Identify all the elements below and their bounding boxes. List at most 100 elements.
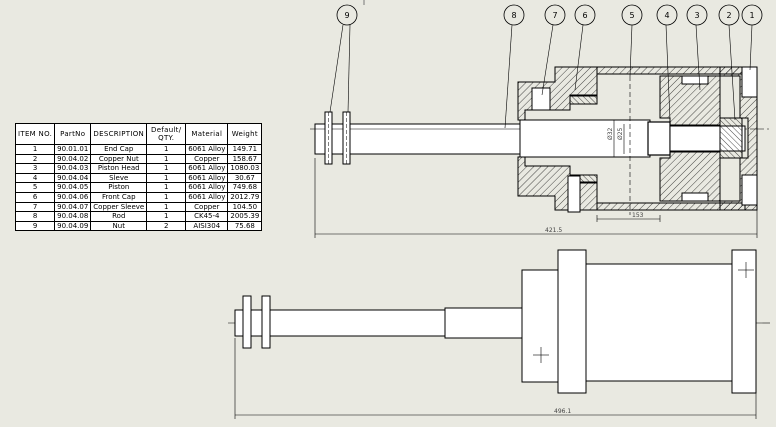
bom-cell-qty: 1 [146, 144, 187, 155]
bom-cell-description: Rod [90, 211, 148, 222]
bom-cell-description: End Cap [90, 144, 148, 155]
bom-header-partno: PartNo [54, 123, 92, 145]
bill-of-materials-table: ITEM NO. PartNo DESCRIPTION Default/ QTY… [14, 123, 263, 232]
bom-cell-description: Sleve [90, 172, 148, 184]
copper-sleeve-upper [531, 87, 551, 111]
diameter-inner-dimension: Ø25 [617, 127, 624, 140]
sleeve-part [647, 121, 671, 156]
bom-cell-material: AISI304 [185, 220, 229, 232]
bom-cell-material: Copper [185, 201, 229, 213]
bom-cell-description: Copper Nut [90, 153, 148, 165]
table-row: 7 90.04.07 Copper Sleeve 1 Copper 104.50 [14, 201, 263, 213]
bom-cell-qty: 1 [146, 191, 187, 203]
bom-cell-weight: 104.50 [227, 201, 263, 213]
table-row: 5 90.04.05 Piston 1 6061 Alloy 749.68 [14, 182, 263, 193]
front-nut-left [242, 295, 252, 349]
bom-cell-weight: 1080.03 [227, 163, 263, 174]
balloon-1-label: 1 [749, 11, 754, 20]
bom-cell-material: CK45-4 [185, 211, 229, 222]
bom-cell-partno: 90.04.05 [54, 182, 92, 193]
bom-cell-qty: 1 [146, 172, 187, 184]
front-cap-upper [517, 66, 598, 121]
bom-cell-qty: 1 [146, 153, 187, 165]
bom-cell-partno: 90.04.02 [54, 153, 92, 165]
bom-cell-material: 6061 Alloy [185, 144, 229, 155]
table-row: 9 90.04.09 Nut 2 AISI304 75.68 [14, 220, 263, 232]
bom-cell-partno: 90.04.09 [54, 220, 92, 232]
bom-cell-item: 1 [14, 144, 56, 155]
bom-cell-partno: 90.04.07 [54, 201, 92, 213]
table-row: 1 90.01.01 End Cap 1 6061 Alloy 149.71 [14, 144, 263, 155]
bom-cell-description: Piston Head [90, 163, 148, 174]
bom-cell-partno: 90.04.08 [54, 211, 92, 222]
balloon-5[interactable]: 5 [621, 4, 643, 26]
bom-cell-material: Copper [185, 153, 229, 165]
table-row: 4 90.04.04 Sleve 1 6061 Alloy 30.67 [14, 172, 263, 184]
bom-cell-description: Piston [90, 182, 148, 193]
end-cap-port [741, 66, 758, 98]
balloon-2[interactable]: 2 [718, 4, 740, 26]
bom-cell-partno: 90.04.04 [54, 172, 92, 184]
bom-cell-item: 6 [14, 191, 56, 203]
bom-cell-weight: 2012.79 [227, 191, 263, 203]
front-view [228, 249, 770, 419]
bom-header-row: ITEM NO. PartNo DESCRIPTION Default/ QTY… [14, 123, 263, 145]
balloon-6-label: 6 [582, 11, 587, 20]
bom-cell-item: 7 [14, 201, 56, 213]
bom-cell-description: Nut [90, 220, 148, 232]
bom-cell-partno: 90.01.01 [54, 144, 92, 155]
balloon-3-label: 3 [694, 11, 699, 20]
balloon-2-label: 2 [726, 11, 731, 20]
bom-cell-partno: 90.04.03 [54, 163, 92, 174]
bom-cell-weight: 149.71 [227, 144, 263, 155]
bom-cell-material: 6061 Alloy [185, 191, 229, 203]
front-end-cap [731, 249, 757, 394]
bom-cell-qty: 1 [146, 163, 187, 174]
bom-cell-description: Copper Sleeve [90, 201, 148, 213]
balloon-9-label: 9 [344, 11, 349, 20]
bom-cell-item: 2 [14, 153, 56, 165]
screw-lower [567, 175, 581, 213]
balloon-8-label: 8 [511, 11, 516, 20]
bom-cell-qty: 2 [146, 220, 187, 232]
section-view [310, 66, 770, 238]
rod-inner-part [519, 119, 651, 158]
bom-cell-weight: 75.68 [227, 220, 263, 232]
bom-cell-material: 6061 Alloy [185, 163, 229, 174]
bom-header-description: DESCRIPTION [90, 123, 148, 145]
bom-cell-weight: 2005.39 [227, 211, 263, 222]
bom-cell-material: 6061 Alloy [185, 182, 229, 193]
balloon-4-label: 4 [664, 11, 669, 20]
diameter-outer-dimension: Ø32 [607, 127, 614, 140]
balloon-1[interactable]: 1 [741, 4, 763, 26]
bom-cell-qty: 1 [146, 182, 187, 193]
table-row: 8 90.04.08 Rod 1 CK45-4 2005.39 [14, 211, 263, 222]
balloon-9[interactable]: 9 [336, 4, 358, 26]
table-row: 2 90.04.02 Copper Nut 1 Copper 158.67 [14, 153, 263, 165]
bom-cell-partno: 90.04.06 [54, 191, 92, 203]
front-nut-right [261, 295, 271, 349]
bom-cell-weight: 158.67 [227, 153, 263, 165]
balloon-8[interactable]: 8 [503, 4, 525, 26]
front-barrel [585, 263, 733, 382]
balloon-leaders [329, 24, 753, 129]
bom-cell-weight: 30.67 [227, 172, 263, 184]
copper-nut-part [719, 117, 743, 159]
bom-cell-qty: 1 [146, 201, 187, 213]
balloon-6[interactable]: 6 [574, 4, 596, 26]
balloon-4[interactable]: 4 [656, 4, 678, 26]
table-row: 6 90.04.06 Front Cap 1 6061 Alloy 2012.7… [14, 191, 263, 203]
bom-header-material: Material [185, 123, 229, 145]
balloon-5-label: 5 [629, 11, 634, 20]
bom-cell-description: Front Cap [90, 191, 148, 203]
balloon-7[interactable]: 7 [544, 4, 566, 26]
table-row: 3 90.04.03 Piston Head 1 6061 Alloy 1080… [14, 163, 263, 174]
bom-cell-item: 5 [14, 182, 56, 193]
bom-header-item-no: ITEM NO. [14, 123, 56, 145]
piston-stroke-dimension: 153 [632, 212, 644, 219]
front-cap-flange [557, 249, 587, 394]
balloon-3[interactable]: 3 [686, 4, 708, 26]
bom-cell-weight: 749.68 [227, 182, 263, 193]
